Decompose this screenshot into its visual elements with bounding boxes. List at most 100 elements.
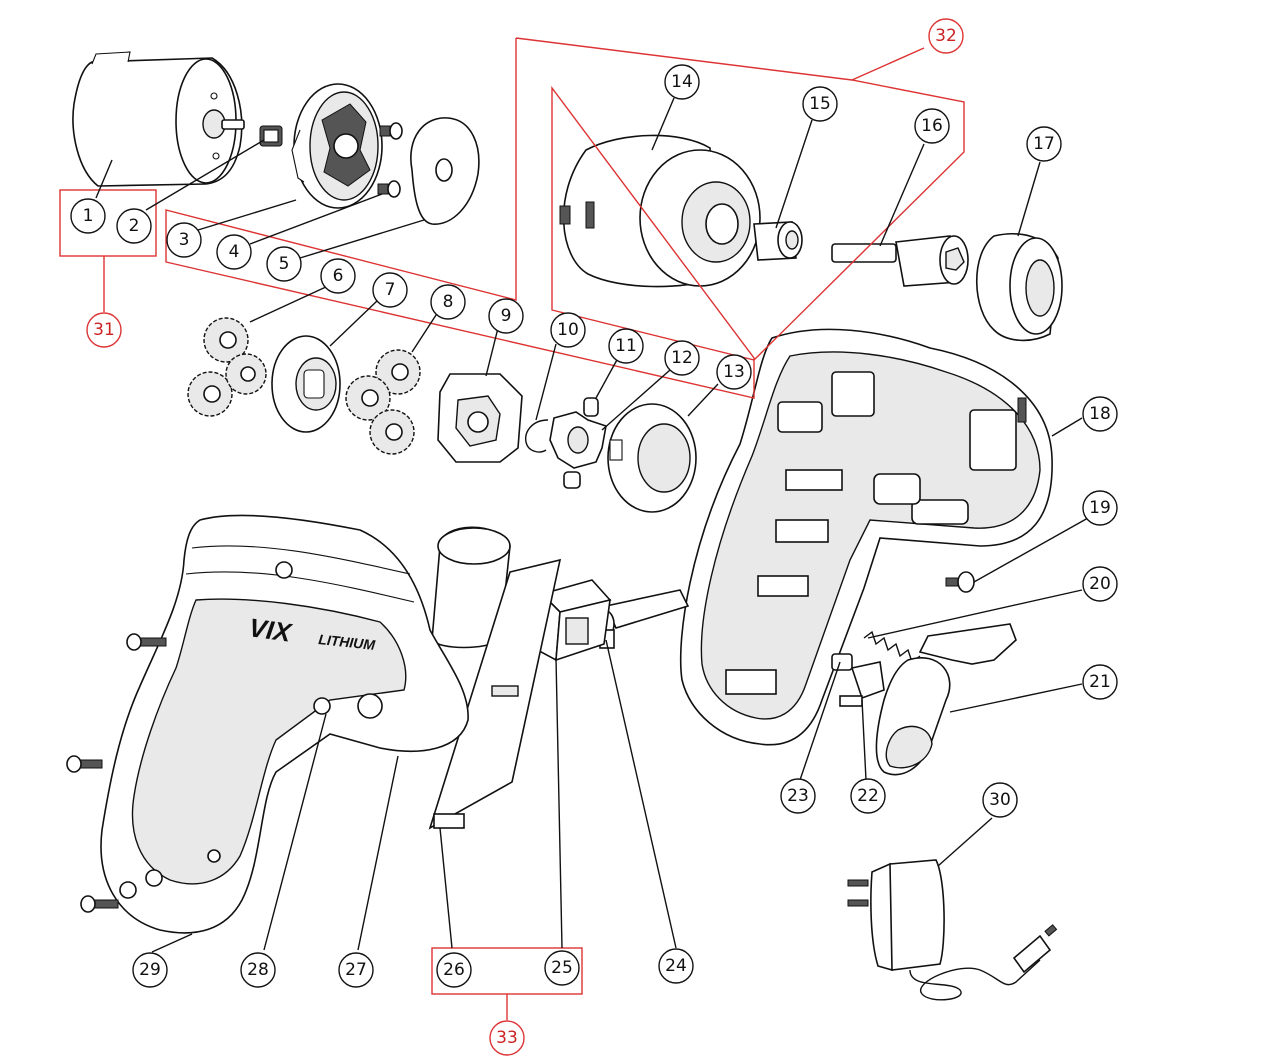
callout-29: 29	[132, 952, 168, 988]
group-callouts: 31 32 33	[86, 18, 964, 1056]
svg-text:33: 33	[496, 1028, 518, 1048]
brand-mark-text: VIX	[247, 612, 294, 648]
planet-carrier-part	[271, 335, 341, 433]
battery-pcb-part	[428, 526, 562, 830]
svg-text:13: 13	[723, 362, 745, 382]
svg-text:14: 14	[671, 72, 693, 92]
small-screw-part	[945, 571, 975, 593]
callout-22: 22	[850, 778, 886, 814]
svg-text:7: 7	[385, 280, 396, 300]
roller-pins-part	[563, 397, 599, 489]
trigger-spring-part	[863, 630, 921, 664]
group-callout-32: 32	[928, 18, 964, 54]
callout-21: 21	[1082, 664, 1118, 700]
svg-text:16: 16	[921, 116, 943, 136]
svg-text:21: 21	[1089, 672, 1111, 692]
svg-text:17: 17	[1033, 134, 1055, 154]
right-housing-half-part	[679, 328, 1053, 746]
callout-28: 28	[240, 952, 276, 988]
group-frame-gear-assembly	[165, 37, 965, 399]
svg-text:26: 26	[443, 960, 465, 980]
callout-4: 4	[216, 234, 252, 270]
callout-18: 18	[1082, 396, 1118, 432]
svg-text:2: 2	[129, 216, 140, 236]
svg-text:8: 8	[443, 292, 454, 312]
callout-19: 19	[1082, 490, 1118, 526]
callout-12: 12	[664, 340, 700, 376]
callout-24: 24	[658, 948, 694, 984]
svg-text:30: 30	[989, 790, 1011, 810]
leader-lines	[95, 97, 1089, 953]
svg-text:10: 10	[557, 320, 579, 340]
svg-text:31: 31	[93, 320, 115, 340]
callout-25: 25	[544, 950, 580, 986]
planet-gears-part	[187, 317, 267, 417]
svg-text:15: 15	[809, 94, 831, 114]
svg-text:29: 29	[139, 960, 161, 980]
svg-text:18: 18	[1089, 404, 1111, 424]
hex-spindle-part	[831, 235, 969, 287]
brand-subtitle-text: LITHIUM	[318, 631, 376, 653]
cam-part	[549, 411, 607, 469]
svg-text:22: 22	[857, 786, 879, 806]
callout-8: 8	[430, 284, 466, 320]
callout-16: 16	[914, 108, 950, 144]
svg-text:20: 20	[1089, 574, 1111, 594]
svg-text:9: 9	[501, 306, 512, 326]
part-callouts: 1 2 3 4 5 6 7 8 9 10 11 12 13 14 15 16 1…	[70, 64, 1118, 988]
svg-text:1: 1	[83, 206, 94, 226]
callout-26: 26	[436, 952, 472, 988]
pinion-gear-part	[259, 125, 283, 147]
svg-text:27: 27	[345, 960, 367, 980]
svg-text:6: 6	[333, 266, 344, 286]
callout-11: 11	[608, 328, 644, 364]
trigger-switch-part	[875, 623, 1017, 776]
motor-part	[72, 51, 245, 187]
svg-text:12: 12	[671, 348, 693, 368]
svg-text:5: 5	[279, 254, 290, 274]
svg-text:23: 23	[787, 786, 809, 806]
callout-5: 5	[266, 246, 302, 282]
lock-ring-part	[607, 403, 697, 513]
svg-text:11: 11	[615, 336, 637, 356]
group-frame-motor	[59, 189, 157, 257]
left-housing-half-part: VIX LITHIUM	[100, 514, 469, 934]
screws-small-part	[377, 122, 403, 198]
end-cap-ring-part	[976, 233, 1063, 342]
svg-text:19: 19	[1089, 498, 1111, 518]
callout-13: 13	[716, 354, 752, 390]
contact-pin-part	[831, 653, 853, 671]
svg-text:3: 3	[179, 230, 190, 250]
callout-9: 9	[488, 298, 524, 334]
second-stage-gears-part	[345, 349, 421, 455]
svg-text:28: 28	[247, 960, 269, 980]
group-callout-33: 33	[489, 1020, 525, 1056]
group-callout-31: 31	[86, 312, 122, 348]
gearbox-housing-part	[559, 134, 761, 288]
washer-disc-part	[410, 117, 480, 225]
callout-7: 7	[372, 272, 408, 308]
callout-10: 10	[550, 312, 586, 348]
callout-3: 3	[166, 222, 202, 258]
svg-text:4: 4	[229, 242, 240, 262]
callout-14: 14	[664, 64, 700, 100]
group-frames	[59, 37, 965, 1020]
svg-text:24: 24	[665, 956, 687, 976]
callout-27: 27	[338, 952, 374, 988]
callout-6: 6	[320, 258, 356, 294]
callout-23: 23	[780, 778, 816, 814]
housing-screws-part	[66, 633, 167, 913]
bushing-part	[753, 221, 803, 261]
svg-text:32: 32	[935, 26, 957, 46]
svg-text:25: 25	[551, 958, 573, 978]
callout-17: 17	[1026, 126, 1062, 162]
callout-1: 1	[70, 198, 106, 234]
callout-15: 15	[802, 86, 838, 122]
output-carrier-part	[437, 373, 523, 463]
charger-adapter-part	[847, 859, 1058, 1001]
circlip-part	[525, 419, 549, 453]
callout-30: 30	[982, 782, 1018, 818]
gear-plate-part	[291, 83, 383, 209]
callout-2: 2	[116, 208, 152, 244]
